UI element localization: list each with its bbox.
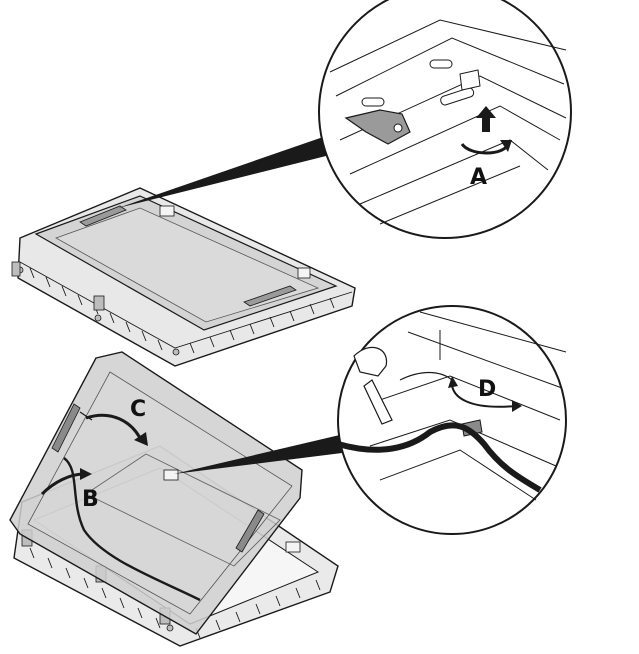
callout-label-c: C [130, 397, 146, 422]
callout-label-d: D [478, 377, 496, 402]
top-callout-wedge [118, 136, 334, 208]
detail-circle-d: D [337, 305, 567, 535]
closed-hatch [11, 187, 356, 367]
callout-label-a: A [470, 165, 487, 190]
open-hatch: C B [9, 351, 339, 647]
detail-circle-a: A [318, 0, 572, 239]
bottom-callout-wedge [174, 434, 350, 474]
callout-label-b: B [82, 487, 99, 512]
